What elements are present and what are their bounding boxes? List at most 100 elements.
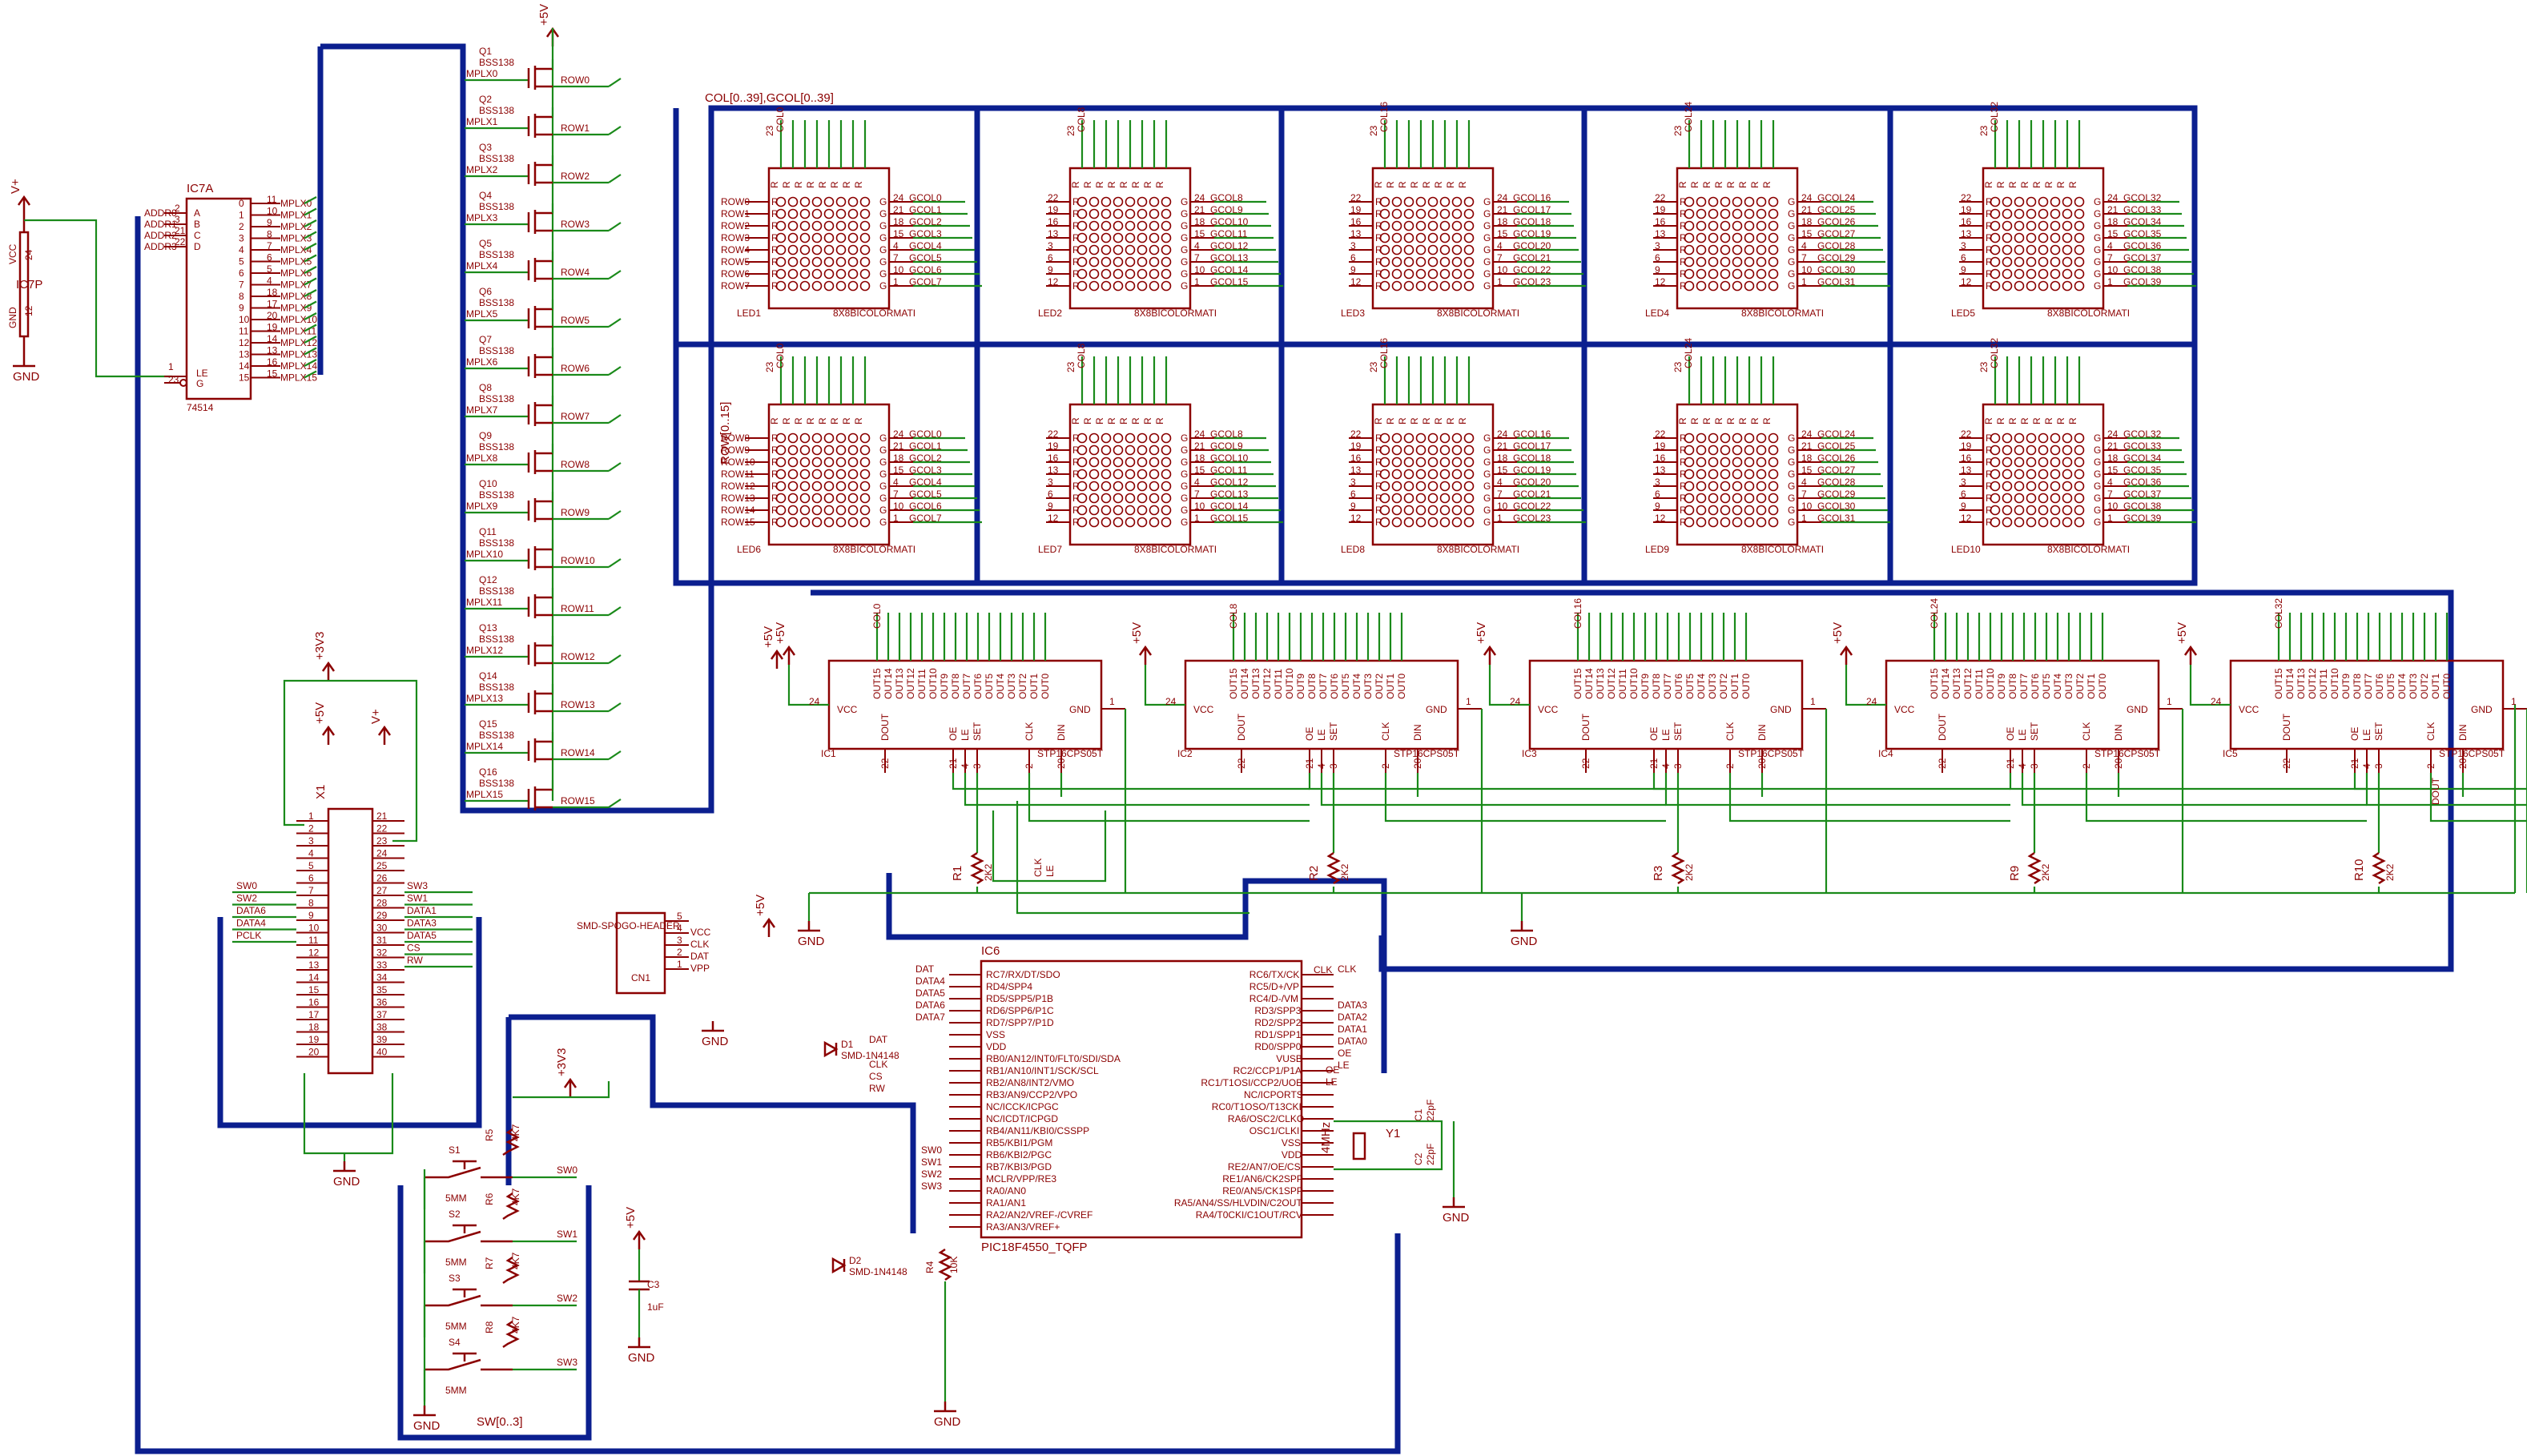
transistor-type: BSS138 [479,345,514,356]
led-row-net: ROW5 [721,256,750,267]
led-g-letter: G [1181,505,1188,516]
led-row-pin: 16 [1961,452,1972,464]
led-g-letter: G [1181,432,1188,444]
led-g-pin: 24 [1194,428,1205,440]
driver-bottom-label: SET [972,722,983,741]
pic-oe-label: OE [1326,1064,1339,1076]
led-top-letter: R [769,417,780,424]
led-g-letter: G [2094,493,2101,504]
led-matrix-body [1068,167,1192,310]
led-top-pin: 23 [1978,361,1990,372]
led-row-pin: 3 [1655,477,1660,488]
led-gcol-net: GCOL15 [1210,513,1249,524]
led-g-pin: 21 [1801,440,1813,452]
led-top-letter: R [1677,181,1688,188]
driver-out-pin: OUT3 [1006,674,1017,699]
transistor-gate-net: MPLX5 [466,308,498,320]
led-g-pin: 10 [1801,264,1813,276]
led-gcol-net: GCOL34 [2123,216,2162,227]
led-row-net: ROW10 [721,457,755,468]
transistor-row-net: ROW3 [561,219,589,230]
pic-left-pin: RA1/AN1 [986,1197,1026,1209]
resistor-value: 2K2 [983,863,994,881]
led-g-letter: G [1788,196,1795,207]
ic7-output-num: 6 [239,267,244,279]
led-gcol-net: GCOL11 [1210,228,1248,239]
led-gcol-net: GCOL33 [2123,204,2162,215]
led-row-pin: 6 [1961,489,1966,500]
led-matrix-name: LED6 [737,544,761,555]
led-row-letter: R [1072,469,1080,480]
ic7-input-pin: 2 [175,203,180,214]
driver-out-pin: OUT5 [2385,674,2396,699]
pic-left-pin: RD7/SPP7/P1D [986,1017,1054,1028]
led-gcol-net: GCOL14 [1210,264,1249,276]
driver-bottom-pin: 21 [2005,758,2016,769]
led-g-letter: G [2094,256,2101,267]
driver-out-pin: OUT11 [2318,669,2329,699]
driver-out-pin: OUT10 [1628,668,1640,699]
led-matrix-body [767,167,891,310]
pic-right-net: DATA1 [1338,1024,1367,1035]
resistor-name: R2 [1307,866,1321,881]
led-g-letter: G [879,493,887,504]
ic7-input-pin: 3 [175,214,180,225]
led-g-pin: 21 [2107,440,2119,452]
pic-net-dat: DAT [869,1034,888,1045]
led-row-pin: 19 [1048,440,1059,452]
led-g-pin: 21 [1801,204,1813,215]
transistor-gate-net: MPLX11 [466,597,502,608]
led-row-pin: 9 [1655,264,1660,276]
ic7-output-pin: 15 [267,368,278,380]
connector-left-pin: 5 [308,860,314,871]
led-gcol-net: GCOL28 [1817,240,1856,251]
pic-left-pin: VDD [986,1041,1007,1052]
led-top-letter: R [1737,417,1748,424]
transistor-row-net: ROW14 [561,747,595,758]
driver-bottom-pin: 2 [2425,763,2436,769]
led-gcol-net: GCOL14 [1210,501,1249,512]
led-top-letter: R [1995,181,2006,188]
power-label: +5V [1831,622,1845,644]
driver-bottom-pin: 20 [1756,758,1768,769]
driver-vcc: VCC [1894,704,1915,715]
led-col-net: COL8 [1076,107,1087,132]
led-col-net: COL0 [775,343,786,368]
transistor-name: Q13 [479,622,497,633]
led-g-pin: 7 [2107,489,2113,500]
cap-c3-name: C3 [647,1279,660,1290]
transistor-name: Q2 [479,94,492,105]
dout-label: DOUT [2430,777,2441,805]
transistor-gate-net: MPLX7 [466,404,498,416]
ic7-output-pin: 18 [267,287,278,298]
sw-bus-label: SW[0..3] [477,1415,523,1429]
pic-right-pin: OSC1/CLKI [1249,1125,1300,1136]
led-row-pin: 22 [1961,192,1972,203]
led-top-letter: R [1701,417,1712,424]
driver-bottom-label: DOUT [1236,713,1247,741]
led-row-letter: R [1680,469,1687,480]
pic-right-net: DATA2 [1338,1012,1367,1023]
led-g-pin: 18 [1801,216,1813,227]
transistor-type: BSS138 [479,249,514,260]
connector-right-pin: 31 [376,935,388,946]
led-row-pin: 16 [1655,216,1666,227]
led-row-net: ROW7 [721,280,750,292]
pic-left-pin: RB1/AN10/INT1/SCK/SCL [986,1065,1099,1076]
led-g-pin: 1 [1497,513,1503,524]
led-row-letter: R [1375,432,1382,444]
led-row-pin: 19 [1961,204,1972,215]
led-gcol-net: GCOL16 [1513,192,1551,203]
led-gcol-net: GCOL17 [1513,204,1551,215]
led-g-pin: 10 [1497,501,1508,512]
led-g-letter: G [1483,517,1491,528]
pic-right-pin: VSS [1282,1137,1301,1148]
cap-c1-value: 22pF [1425,1100,1436,1121]
